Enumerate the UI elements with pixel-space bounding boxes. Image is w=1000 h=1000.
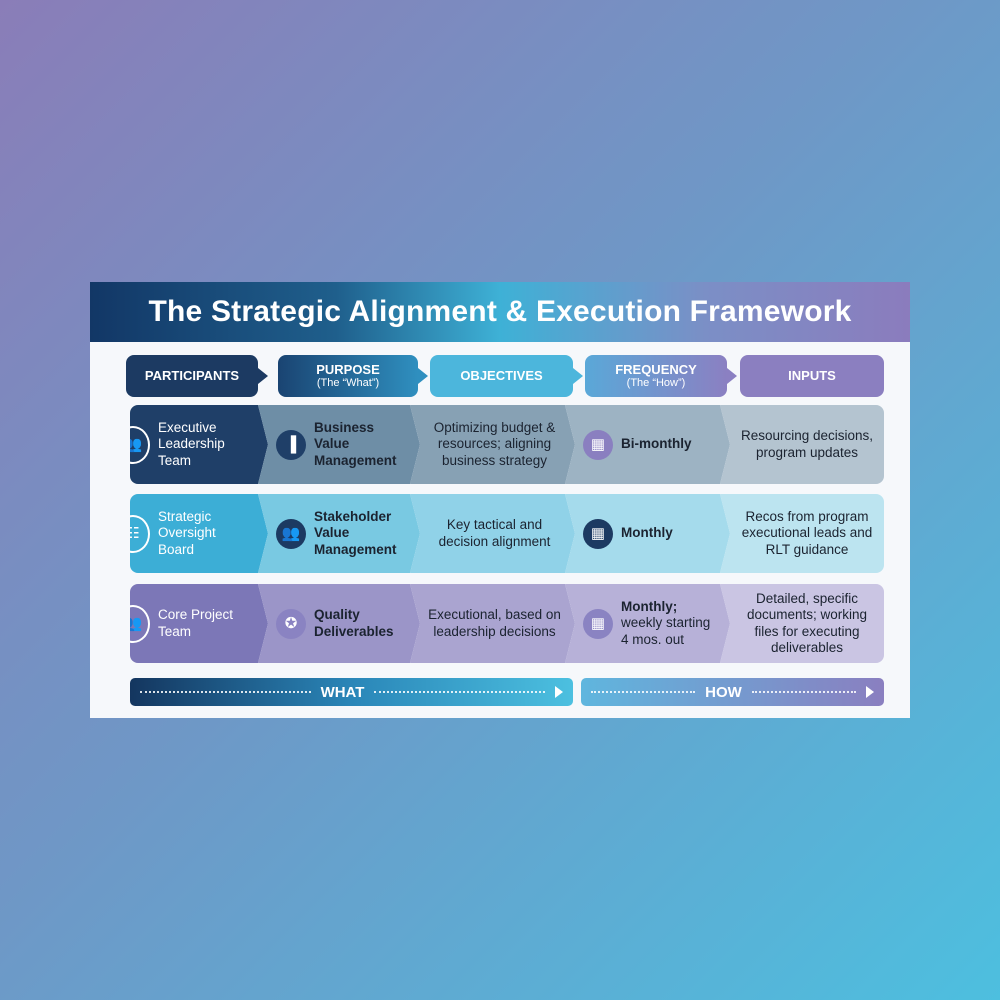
objectives-text: Key tactical and decision alignment	[428, 517, 561, 549]
row-2-frequency-cell: ▦ Monthly	[565, 494, 730, 573]
participant-label: Strategic Oversight Board	[158, 509, 216, 557]
arrow-icon	[727, 368, 737, 384]
purpose-label: Stakeholder Value Management	[314, 509, 397, 557]
dotted-line	[751, 691, 857, 693]
arrow-icon	[573, 368, 583, 384]
arrow-head-icon	[866, 686, 875, 698]
row-2-objectives-cell: Key tactical and decision alignment	[410, 494, 575, 573]
row-1-participant-cell: 👥Executive Leadership Team	[130, 405, 268, 484]
frequency-text: Monthly;weekly starting 4 mos. out	[621, 599, 716, 648]
inputs-label: Recos from program executional leads and…	[741, 509, 873, 557]
how-label: HOW	[705, 683, 742, 701]
header-label: PARTICIPANTS	[144, 367, 240, 383]
people-group-icon: 👥	[116, 605, 150, 643]
header-sublabel: (The “How”)	[626, 377, 686, 390]
frequency-detail: weekly starting 4 mos. out	[621, 615, 711, 647]
frequency-text: Bi-monthly	[621, 436, 692, 452]
row-1-purpose-cell: ▐ Business Value Management	[258, 405, 420, 484]
frequency-label: Monthly	[621, 525, 673, 541]
dotted-line	[591, 691, 696, 693]
purpose-text: Stakeholder Value Management	[314, 509, 406, 558]
frequency-label: Monthly;	[621, 599, 678, 615]
award-badge-icon: ✪	[276, 609, 306, 639]
header-participants: PARTICIPANTS	[126, 355, 258, 397]
what-arrow-bar: WHAT	[130, 678, 573, 706]
header-purpose: PURPOSE (The “What”)	[278, 355, 418, 397]
calendar-icon: ▦	[583, 609, 613, 639]
inputs-text: Resourcing decisions, program updates	[736, 428, 878, 460]
how-arrow-bar: HOW	[581, 678, 884, 706]
what-label: WHAT	[320, 683, 365, 701]
header-inputs: INPUTS	[740, 355, 884, 397]
header-objectives: OBJECTIVES	[430, 355, 573, 397]
inputs-label: Resourcing decisions, program updates	[740, 428, 874, 460]
header-label: INPUTS	[788, 367, 836, 383]
objectives-text: Executional, based on leadership decisio…	[428, 607, 561, 639]
row-3-frequency-cell: ▦ Monthly;weekly starting 4 mos. out	[565, 584, 730, 663]
header-sublabel: (The “What”)	[316, 377, 380, 390]
row-3-participant-cell: 👥Core Project Team	[130, 584, 268, 663]
purpose-text: Business Value Management	[314, 420, 406, 469]
row-3-inputs-cell: Detailed, specific documents; working fi…	[720, 584, 884, 663]
frequency-label: Bi-monthly	[621, 436, 692, 452]
people-group-icon: 👥	[116, 426, 150, 464]
objectives-label: Optimizing budget & resources; aligning …	[433, 420, 556, 468]
inputs-text: Detailed, specific documents; working fi…	[736, 591, 878, 656]
bar-chart-icon: ▐	[276, 430, 306, 460]
framework-card: The Strategic Alignment & Execution Fram…	[90, 282, 910, 718]
row-2-purpose-cell: 👥 Stakeholder Value Management	[258, 494, 420, 573]
arrow-icon	[418, 368, 428, 384]
arrow-icon	[258, 368, 268, 384]
dotted-line	[140, 691, 311, 693]
row-1-frequency-cell: ▦ Bi-monthly	[565, 405, 730, 484]
participant-text: Executive Leadership Team	[158, 420, 254, 469]
header-label: FREQUENCY	[615, 361, 697, 377]
org-chart-icon: ☷	[116, 515, 150, 553]
purpose-label: Business Value Management	[314, 420, 397, 468]
header-label: PURPOSE	[316, 361, 380, 377]
row-2-participant-cell: ☷Strategic Oversight Board	[130, 494, 268, 573]
participant-text: Strategic Oversight Board	[158, 509, 254, 558]
header-frequency: FREQUENCY (The “How”)	[585, 355, 727, 397]
row-1-objectives-cell: Optimizing budget & resources; aligning …	[410, 405, 575, 484]
objectives-text: Optimizing budget & resources; aligning …	[428, 420, 561, 469]
row-1-inputs-cell: Resourcing decisions, program updates	[720, 405, 884, 484]
people-group-icon: 👥	[276, 519, 306, 549]
dotted-line	[374, 691, 545, 693]
row-3-objectives-cell: Executional, based on leadership decisio…	[410, 584, 575, 663]
objectives-label: Executional, based on leadership decisio…	[428, 607, 561, 639]
calendar-icon: ▦	[583, 430, 613, 460]
row-3-purpose-cell: ✪ Quality Deliverables	[258, 584, 420, 663]
calendar-icon: ▦	[583, 519, 613, 549]
purpose-text: Quality Deliverables	[314, 607, 406, 639]
frequency-text: Monthly	[621, 525, 673, 541]
participant-text: Core Project Team	[158, 607, 254, 639]
participant-label: Executive Leadership Team	[158, 420, 225, 468]
page-title: The Strategic Alignment & Execution Fram…	[90, 282, 910, 342]
purpose-label: Quality Deliverables	[314, 607, 394, 639]
header-label: OBJECTIVES	[460, 367, 543, 383]
objectives-label: Key tactical and decision alignment	[438, 517, 551, 549]
arrow-head-icon	[555, 686, 563, 698]
participant-label: Core Project Team	[158, 607, 234, 639]
inputs-label: Detailed, specific documents; working fi…	[746, 591, 868, 655]
row-2-inputs-cell: Recos from program executional leads and…	[720, 494, 884, 573]
inputs-text: Recos from program executional leads and…	[736, 509, 878, 558]
